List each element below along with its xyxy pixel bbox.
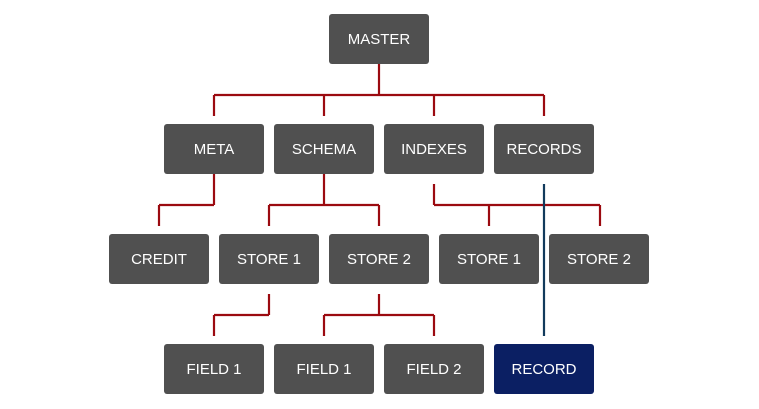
node-record: RECORD	[494, 344, 594, 394]
node-schema-store-2: STORE 2	[329, 234, 429, 284]
node-indexes-store-2: STORE 2	[549, 234, 649, 284]
node-credit: CREDIT	[109, 234, 209, 284]
node-indexes-store-1: STORE 1	[439, 234, 539, 284]
node-records: RECORDS	[494, 124, 594, 174]
connector-indexes-stores	[432, 184, 602, 226]
connector-master-children	[212, 64, 546, 116]
node-store-1-field-1: FIELD 1	[164, 344, 264, 394]
node-meta: META	[164, 124, 264, 174]
connector-meta-credit	[157, 174, 216, 226]
node-store-2-field-1: FIELD 1	[274, 344, 374, 394]
node-schema: SCHEMA	[274, 124, 374, 174]
connector-schema-stores	[267, 174, 381, 226]
connector-store1-field1	[212, 294, 271, 336]
node-master: MASTER	[329, 14, 429, 64]
connector-store2-fields	[322, 294, 436, 336]
node-indexes: INDEXES	[384, 124, 484, 174]
node-store-2-field-2: FIELD 2	[384, 344, 484, 394]
node-schema-store-1: STORE 1	[219, 234, 319, 284]
